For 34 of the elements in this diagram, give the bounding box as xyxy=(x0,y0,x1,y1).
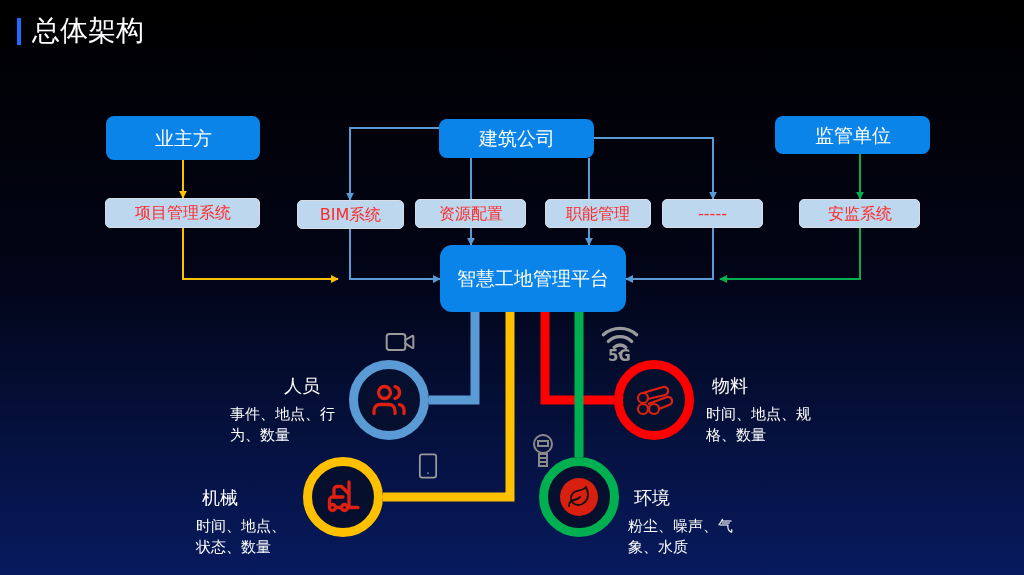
entity-box: 智慧工地管理平台 xyxy=(440,245,626,312)
arrow xyxy=(346,127,440,201)
arrow xyxy=(349,228,441,283)
system-box: ----- xyxy=(662,199,763,228)
system-box: 职能管理 xyxy=(545,199,651,228)
arrow xyxy=(593,137,717,200)
system-box: 安监系统 xyxy=(799,199,920,228)
system-box: 项目管理系统 xyxy=(105,198,260,228)
arrow xyxy=(467,227,475,246)
category-description: 事件、地点、行为、数量 xyxy=(230,404,336,446)
connector-bar xyxy=(540,312,614,405)
category-description: 时间、地点、规格、数量 xyxy=(706,404,812,446)
category-description: 时间、地点、状态、数量 xyxy=(196,516,287,558)
arrow xyxy=(179,159,187,199)
network-label: 5G xyxy=(608,346,631,367)
arrow xyxy=(585,227,593,246)
connector-bar xyxy=(429,312,480,405)
entity-box: 业主方 xyxy=(106,116,260,160)
category-label: 人员 xyxy=(284,374,320,398)
system-box: 资源配置 xyxy=(415,199,526,228)
arrow xyxy=(182,227,339,283)
system-box: BIM系统 xyxy=(297,200,404,229)
connector-bar xyxy=(574,312,584,457)
connector-bar xyxy=(383,312,515,502)
page-title: 总体架构 xyxy=(32,13,144,49)
arrow xyxy=(719,227,861,283)
category-label: 环境 xyxy=(634,486,670,510)
category-label: 机械 xyxy=(202,486,238,510)
arrow xyxy=(856,153,864,200)
category-label: 物料 xyxy=(712,374,748,398)
entity-box: 监管单位 xyxy=(775,116,930,154)
category-description: 粉尘、噪声、气象、水质 xyxy=(628,516,734,558)
entity-box: 建筑公司 xyxy=(439,119,594,158)
arrow xyxy=(625,227,714,283)
